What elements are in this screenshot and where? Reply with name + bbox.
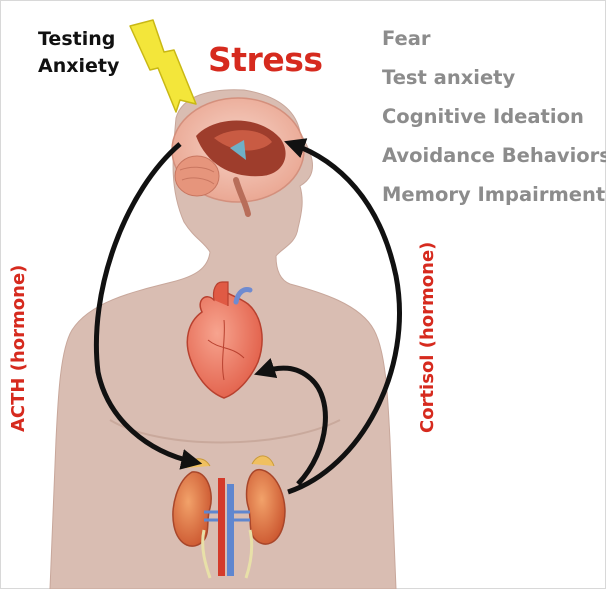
- anxiety-label: Anxiety: [38, 53, 119, 80]
- acth-label: ACTH (hormone): [8, 265, 29, 432]
- testing-anxiety-label: Testing Anxiety: [38, 26, 119, 80]
- symptom-item: Avoidance Behaviors: [382, 143, 606, 182]
- lightning-bolt-icon: [130, 20, 196, 112]
- symptom-item: Cognitive Ideation: [382, 104, 606, 143]
- symptom-item: Memory Impairment: [382, 182, 606, 221]
- cortisol-label: Cortisol (hormone): [417, 242, 438, 433]
- symptom-item: Test anxiety: [382, 65, 606, 104]
- symptom-list: Fear Test anxiety Cognitive Ideation Avo…: [382, 26, 606, 221]
- stress-label: Stress: [208, 40, 322, 79]
- testing-label: Testing: [38, 26, 119, 53]
- symptom-item: Fear: [382, 26, 606, 65]
